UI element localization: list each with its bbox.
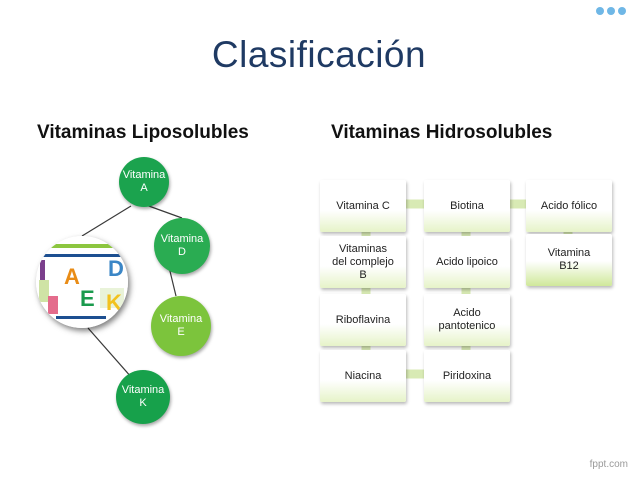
picture-letter: A <box>64 264 80 289</box>
vitamins-adek-illustration: A D E K <box>36 236 128 328</box>
liposoluble-vitamina-d: Vitamina D <box>154 218 210 274</box>
hidrosoluble-label: Riboflavina <box>335 313 391 326</box>
hidrosoluble-label: Acido lipoico <box>436 255 498 268</box>
hidrosoluble-acido-folico: Acido fólico <box>526 180 612 232</box>
hidrosoluble-label: Piridoxina <box>442 369 492 382</box>
liposoluble-vitamina-k: Vitamina K <box>116 370 170 424</box>
hidrosoluble-piridoxina: Piridoxina <box>424 350 510 402</box>
hidrosoluble-complejo-b: Vitaminas del complejo B <box>320 236 406 288</box>
vitamins-adek-picture: A D E K <box>36 236 128 328</box>
hidrosoluble-label: Biotina <box>450 199 484 212</box>
watermark: fppt.com <box>589 459 628 470</box>
hidrosoluble-label: Vitamina B12 <box>547 247 591 272</box>
slide-corner-decoration <box>596 7 626 15</box>
hidrosoluble-riboflavina: Riboflavina <box>320 294 406 346</box>
hidrosoluble-vitamina-b12: Vitamina B12 <box>526 234 612 286</box>
slide-title: Clasificación <box>211 34 427 75</box>
picture-letter: K <box>106 290 122 315</box>
hidrosoluble-label: Vitaminas del complejo B <box>332 242 394 281</box>
liposoluble-label: Vitamina A <box>122 169 166 194</box>
hidrosoluble-label: Acido pantotenico <box>438 307 496 332</box>
liposoluble-label: Vitamina K <box>121 384 165 409</box>
liposoluble-vitamina-a: Vitamina A <box>119 157 169 207</box>
liposolubles-heading: Vitaminas Liposolubles <box>37 122 249 143</box>
hidrosoluble-vitamina-c: Vitamina C <box>320 180 406 232</box>
hidrosolubles-heading: Vitaminas Hidrosolubles <box>331 122 553 143</box>
picture-letter: D <box>108 256 124 281</box>
liposoluble-vitamina-e: Vitamina E <box>151 296 211 356</box>
liposoluble-label: Vitamina D <box>160 233 204 258</box>
liposoluble-label: Vitamina E <box>159 313 203 338</box>
hidrosoluble-label: Niacina <box>344 369 382 382</box>
hidrosoluble-acido-lipoico: Acido lipoico <box>424 236 510 288</box>
hidrosoluble-niacina: Niacina <box>320 350 406 402</box>
hidrosoluble-label: Vitamina C <box>336 199 390 212</box>
picture-letter: E <box>80 286 95 311</box>
hidrosoluble-biotina: Biotina <box>424 180 510 232</box>
hidrosoluble-label: Acido fólico <box>540 199 598 212</box>
hidrosoluble-acido-pantotenico: Acido pantotenico <box>424 294 510 346</box>
